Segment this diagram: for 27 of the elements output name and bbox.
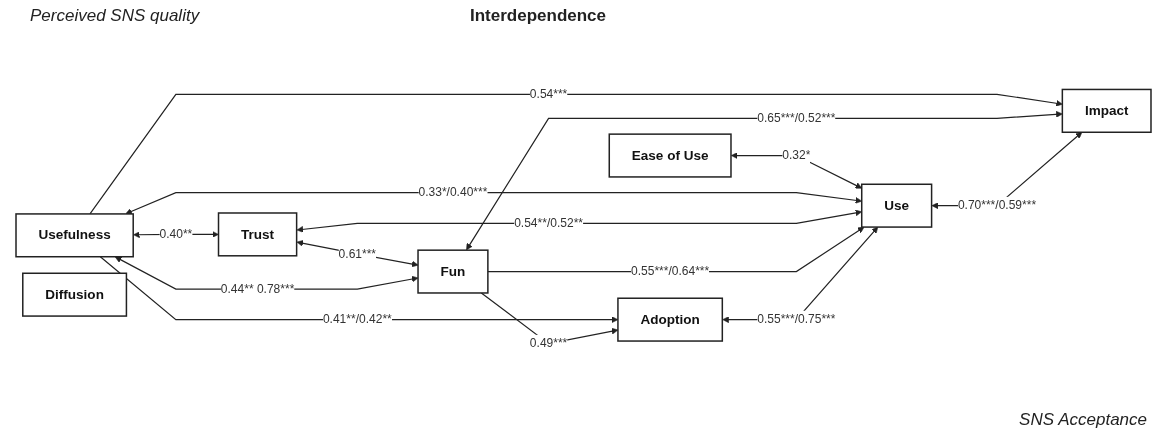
group-heading: Perceived SNS quality xyxy=(30,6,200,26)
node-box: Ease of Use xyxy=(608,133,732,178)
arrow xyxy=(466,111,1063,251)
group-heading: Interdependence xyxy=(470,6,607,26)
node-box: Trust xyxy=(217,212,298,257)
node-box: Use xyxy=(861,183,933,228)
edge-label: 0.55***/0.64*** xyxy=(631,264,710,278)
node-box: Fun xyxy=(417,249,489,294)
edge-label: 0.54*** xyxy=(529,87,568,101)
node-box: Usefulness xyxy=(15,213,134,258)
edge-label: 0.49*** xyxy=(529,336,568,350)
arrow xyxy=(296,240,419,268)
edge-label: 0.44** 0.78*** xyxy=(220,282,295,296)
edge-label: 0.61*** xyxy=(338,247,377,260)
group-heading: SNS Acceptance xyxy=(1019,410,1147,430)
node-box: Adoption xyxy=(617,297,724,342)
arrow xyxy=(89,93,1063,215)
edge-label: 0.32* xyxy=(782,148,811,162)
edge-label: 0.33*/0.40*** xyxy=(418,185,488,199)
edge-label: 0.55***/0.75*** xyxy=(757,312,836,326)
node-box: Diffusion xyxy=(22,272,128,317)
node-box: Impact xyxy=(1061,88,1152,133)
edge-label: 0.70***/0.59*** xyxy=(957,198,1037,212)
edge-label: 0.54**/0.52** xyxy=(514,216,583,230)
edge-label: 0.41**/0.42** xyxy=(322,312,392,326)
edge-label: 0.40** xyxy=(159,227,193,241)
edge-label: 0.65***/0.52*** xyxy=(757,111,836,125)
